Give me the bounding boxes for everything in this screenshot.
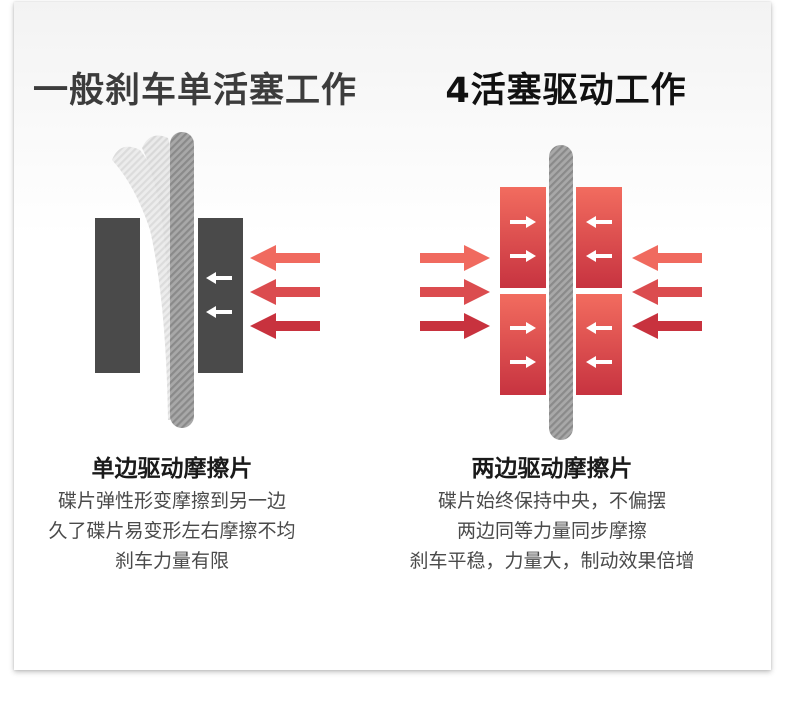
single-piston-diagram xyxy=(95,132,320,428)
force-arrow-icon xyxy=(250,245,320,271)
description-line: 久了碟片易变形左右摩擦不均 xyxy=(48,520,296,542)
four-piston-subtitle: 两边驱动摩擦片 xyxy=(471,456,633,482)
disc-rotor-icon xyxy=(170,132,194,428)
disc-rotor-icon xyxy=(549,145,573,440)
comparison-card xyxy=(14,2,771,670)
description-line: 碟片始终保持中央，不偏摆 xyxy=(437,490,666,512)
description-line: 碟片弹性形变摩擦到另一边 xyxy=(57,490,286,512)
force-arrow-icon xyxy=(632,313,702,339)
piston-block-top-left xyxy=(500,187,546,288)
piston-brake-pad xyxy=(198,218,243,373)
description-line: 刹车力量有限 xyxy=(114,550,229,572)
four-piston-diagram xyxy=(420,145,702,440)
single-piston-subtitle: 单边驱动摩擦片 xyxy=(91,456,253,482)
force-arrow-icon xyxy=(420,313,490,339)
single-piston-title: 一般刹车单活塞工作 xyxy=(32,71,358,111)
description-line: 两边同等力量同步摩擦 xyxy=(456,520,647,542)
force-arrow-icon xyxy=(250,279,320,305)
force-arrow-icon xyxy=(250,313,320,339)
force-arrow-icon xyxy=(420,245,490,271)
single-piston-description: 碟片弹性形变摩擦到另一边 久了碟片易变形左右摩擦不均 刹车力量有限 xyxy=(0,486,352,576)
force-arrow-icon xyxy=(632,245,702,271)
piston-block-top-right xyxy=(576,187,622,288)
description-line: 刹车平稳，力量大，制动效果倍增 xyxy=(409,550,695,572)
force-arrow-icon xyxy=(632,279,702,305)
piston-block-bottom-left xyxy=(500,294,546,395)
fixed-brake-pad xyxy=(95,218,140,373)
piston-block-bottom-right xyxy=(576,294,622,395)
force-arrow-icon xyxy=(420,279,490,305)
four-piston-title: 4活塞驱动工作 xyxy=(445,71,687,111)
four-piston-description: 碟片始终保持中央，不偏摆 两边同等力量同步摩擦 刹车平稳，力量大，制动效果倍增 xyxy=(372,486,732,576)
